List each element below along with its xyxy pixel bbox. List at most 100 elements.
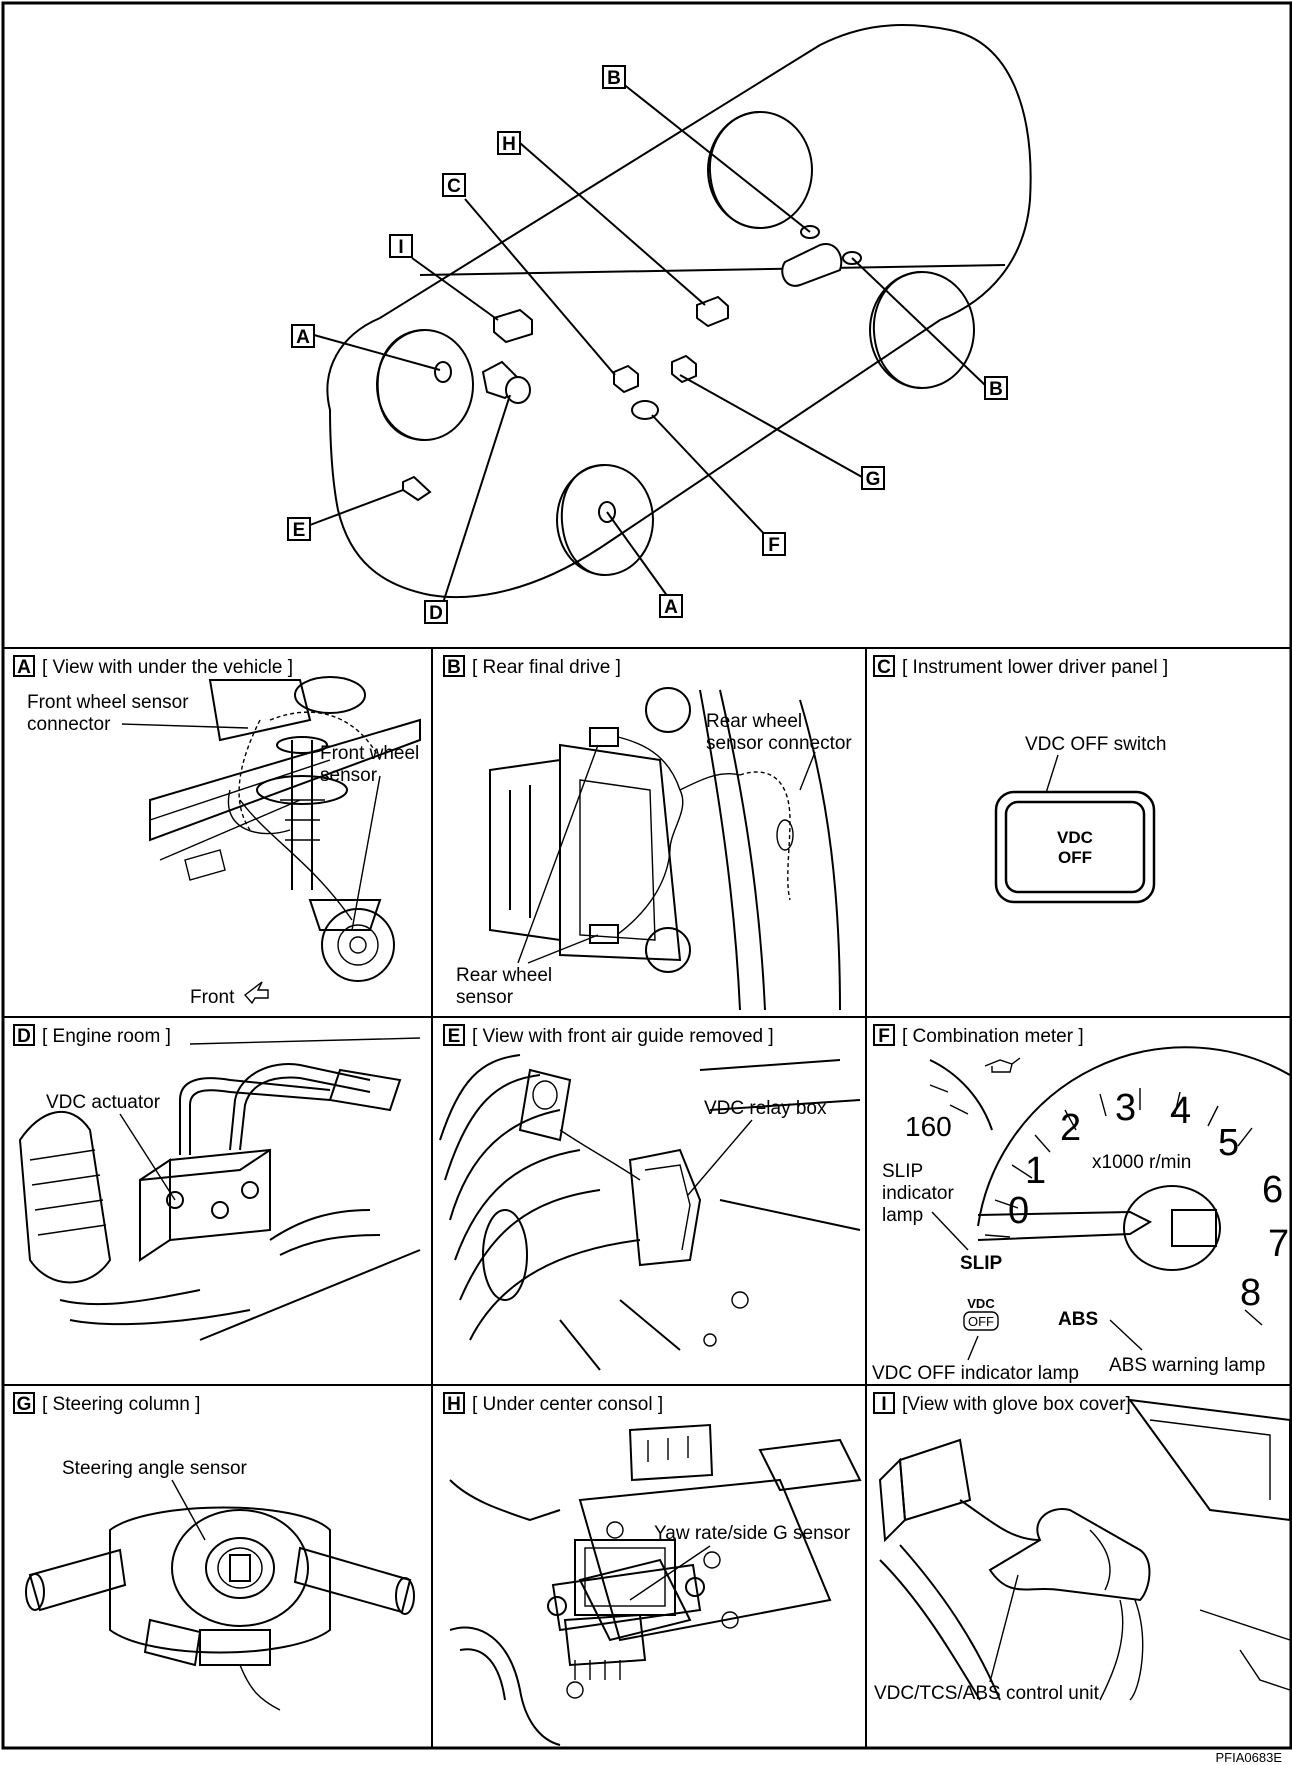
- combination-meter-shape: [631, 400, 659, 420]
- panel-H-illustration: [449, 1423, 862, 1746]
- wheel-front-left: [376, 329, 474, 441]
- panel-A: A [ View with under the vehicle ] Front …: [13, 655, 421, 1008]
- panel-title: [ Combination meter ]: [902, 1026, 1084, 1047]
- callout-E: E: [287, 517, 311, 541]
- tachometer: [929, 1046, 1291, 1326]
- svg-text:E: E: [293, 520, 306, 541]
- svg-text:C: C: [447, 176, 461, 197]
- gauge-number-6: 6: [1262, 1169, 1283, 1211]
- rear-final-drive: [781, 225, 862, 287]
- label-front-wheel-sensor-2: sensor: [320, 765, 378, 786]
- label-vdc-off-switch: VDC OFF switch: [1025, 734, 1166, 755]
- panel-F: F [ Combination meter ] 0 1 2 3 4 5 6 7 …: [872, 1024, 1291, 1384]
- gauge-number-1: 1: [1025, 1150, 1046, 1192]
- front-arrow-icon: [243, 981, 269, 1005]
- relay-box-shape: [402, 475, 432, 502]
- svg-text:OFF: OFF: [968, 1314, 994, 1329]
- callout-B-right: B: [984, 376, 1008, 400]
- panel-D: D [ Engine room ] VDC actuator: [13, 1024, 421, 1341]
- speed-160-label: 160: [905, 1111, 952, 1142]
- label-vdc-relay-box: VDC relay box: [704, 1098, 827, 1119]
- vdc-actuator-shape: [481, 360, 531, 404]
- callout-D: D: [424, 600, 448, 624]
- panel-letter: G: [17, 1394, 32, 1415]
- gauge-number-3: 3: [1115, 1087, 1136, 1129]
- label-slip-indicator-2: indicator: [882, 1183, 954, 1204]
- label-slip-indicator-3: lamp: [882, 1205, 923, 1226]
- panel-letter: B: [447, 657, 461, 678]
- vdc-off-switch-shape: [613, 364, 639, 394]
- label-vdc-actuator: VDC actuator: [46, 1092, 161, 1113]
- panel-title: [ View with front air guide removed ]: [472, 1026, 774, 1047]
- steering-angle-sensor-shape: [671, 354, 697, 384]
- panel-B: B [ Rear final drive ] Rear wheel sensor…: [443, 655, 852, 1011]
- label-yaw-rate-side-g-sensor: Yaw rate/side G sensor: [654, 1523, 851, 1544]
- callout-I: I: [389, 234, 413, 258]
- panel-title: [ Rear final drive ]: [472, 657, 621, 678]
- callout-H: H: [497, 131, 521, 155]
- figure-code: PFIA0683E: [1216, 1750, 1283, 1765]
- panel-letter: I: [881, 1394, 886, 1415]
- label-rear-wheel-sensor-2: sensor: [456, 987, 514, 1008]
- callout-A-right: A: [659, 594, 683, 618]
- svg-text:B: B: [989, 379, 1003, 400]
- label-slip-indicator-1: SLIP: [882, 1161, 923, 1182]
- svg-text:A: A: [296, 327, 310, 348]
- gauge-number-8: 8: [1240, 1272, 1261, 1314]
- callout-B-top: B: [602, 65, 626, 89]
- panel-title: [View with glove box cover]: [902, 1394, 1131, 1415]
- gauge-number-7: 7: [1268, 1223, 1289, 1265]
- vdc-off-switch-text-1: VDC: [1057, 828, 1093, 847]
- panel-title: [ Steering column ]: [42, 1394, 200, 1415]
- gauge-number-0: 0: [1008, 1190, 1029, 1232]
- wheel-rear-left: [707, 111, 813, 229]
- components: [402, 225, 862, 523]
- label-steering-angle-sensor: Steering angle sensor: [62, 1458, 248, 1479]
- label-front-wheel-sensor-connector-1: Front wheel sensor: [27, 692, 189, 713]
- panel-letter: C: [877, 657, 891, 678]
- panel-H: H [ Under center consol ] Yaw rate/side …: [443, 1392, 862, 1746]
- wheel-rear-right: [869, 271, 975, 389]
- vehicle-outline: [326, 24, 1032, 599]
- panel-E-illustration: [439, 1054, 861, 1371]
- panel-letter: H: [447, 1394, 461, 1415]
- callout-C: C: [442, 173, 466, 197]
- callout-G: G: [861, 466, 885, 490]
- panel-letter: E: [448, 1026, 461, 1047]
- panel-I-illustration: [878, 1398, 1291, 1701]
- vdc-off-switch-inner: [1004, 800, 1146, 894]
- label-front-wheel-sensor-1: Front wheel: [320, 743, 419, 764]
- vdc-off-switch-text-2: OFF: [1058, 848, 1092, 867]
- label-vdc-off-indicator-lamp: VDC OFF indicator lamp: [872, 1363, 1079, 1384]
- svg-text:A: A: [664, 597, 678, 618]
- vdc-off-lamp-icon: VDC OFF: [963, 1296, 999, 1331]
- panel-title: [ Instrument lower driver panel ]: [902, 657, 1168, 678]
- svg-text:F: F: [768, 535, 780, 556]
- control-unit-shape: [493, 308, 533, 344]
- callout-A-left: A: [291, 324, 315, 348]
- steering-column-switch: [25, 1506, 415, 1711]
- gauge-number-5: 5: [1218, 1122, 1239, 1164]
- label-vdc-tcs-abs-control-unit: VDC/TCS/ABS control unit: [874, 1683, 1100, 1704]
- panel-title: [ View with under the vehicle ]: [42, 657, 293, 678]
- panel-letter: A: [17, 657, 31, 678]
- slip-lamp-text: SLIP: [960, 1253, 1003, 1274]
- panel-B-illustration: [489, 687, 841, 1011]
- abs-lamp-text: ABS: [1058, 1309, 1098, 1330]
- overview-leaders: [309, 82, 986, 604]
- panel-letter: D: [17, 1026, 31, 1047]
- panel-I: I [View with glove box cover] VDC/TCS/AB…: [873, 1392, 1291, 1704]
- label-rear-wheel-sensor-connector-2: sensor connector: [706, 733, 852, 754]
- label-x1000-rpm: x1000 r/min: [1092, 1152, 1191, 1173]
- panel-C: C [ Instrument lower driver panel ] VDC …: [873, 655, 1168, 904]
- svg-text:VDC: VDC: [967, 1296, 995, 1311]
- panel-title: [ Engine room ]: [42, 1026, 171, 1047]
- gauge-number-2: 2: [1060, 1107, 1081, 1149]
- panel-E: E [ View with front air guide removed ] …: [439, 1024, 861, 1371]
- label-front: Front: [190, 987, 235, 1008]
- panel-D-illustration: [18, 1063, 421, 1341]
- svg-text:G: G: [866, 469, 881, 490]
- label-rear-wheel-sensor-1: Rear wheel: [456, 965, 552, 986]
- panel-letter: F: [878, 1026, 890, 1047]
